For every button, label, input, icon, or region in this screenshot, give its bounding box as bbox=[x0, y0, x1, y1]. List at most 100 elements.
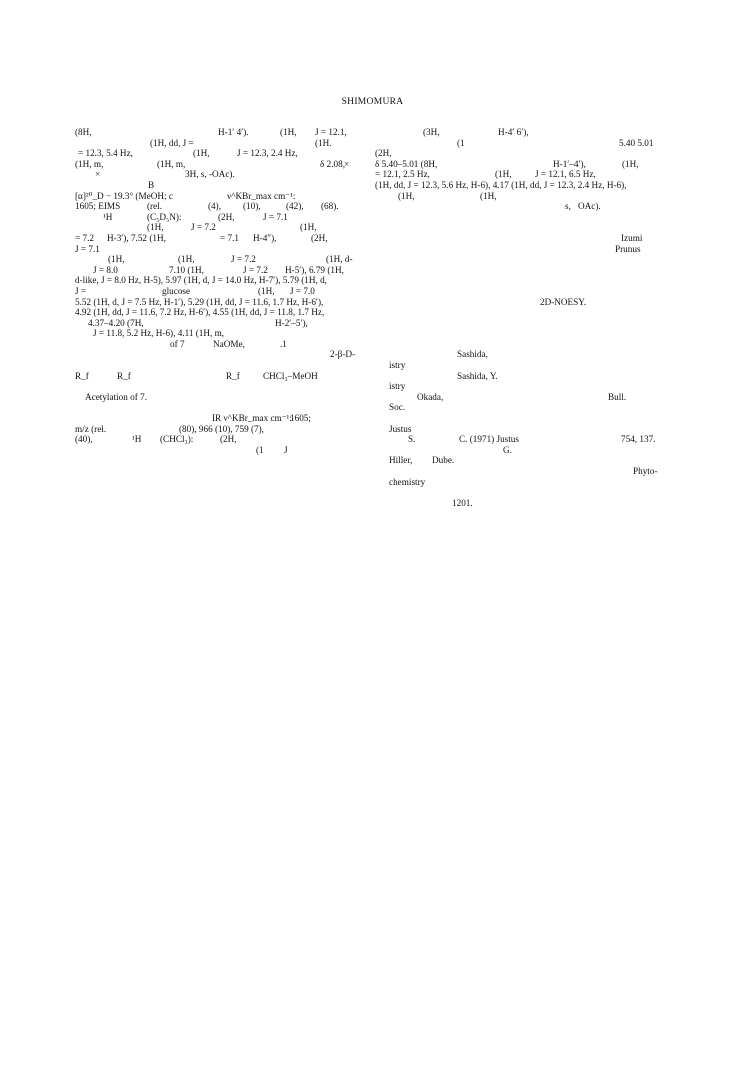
text-fragment: Sashida, bbox=[457, 349, 488, 360]
text-line bbox=[375, 328, 665, 339]
text-fragment: J = 7.2 bbox=[243, 264, 268, 275]
text-line: m/z (rel.(80), 966 (10), 759 (7), bbox=[75, 424, 365, 435]
text-line: s,OAc). bbox=[375, 201, 665, 212]
text-fragment: H-4′ 6′), bbox=[498, 127, 529, 137]
text-line: 5.52 (1H, d, J = 7.5 Hz, H-1′), 5.29 (1H… bbox=[75, 297, 365, 308]
text-fragment: G. bbox=[503, 444, 512, 455]
text-fragment: (1H, bbox=[398, 190, 415, 201]
text-fragment: (1H. bbox=[315, 137, 332, 148]
text-fragment: (1H, bbox=[280, 127, 297, 137]
running-header: SHIMOMURA bbox=[341, 97, 404, 107]
text-line: B bbox=[75, 180, 365, 191]
text-fragment: (42), bbox=[286, 201, 304, 212]
text-line bbox=[375, 307, 665, 318]
text-fragment: 4.92 (1H, dd, J = 11.6, 7.2 Hz, H-6′), 4… bbox=[75, 307, 325, 318]
text-fragment: S. bbox=[408, 434, 416, 445]
text-line: IR ν^KBr_max cm⁻¹:1605; bbox=[75, 413, 365, 424]
text-fragment: = 7.2 bbox=[75, 232, 94, 243]
text-fragment: (1H, bbox=[258, 285, 275, 296]
text-fragment: 1605; EIMS bbox=[75, 201, 121, 212]
text-line: (1H,(1H,J = 7.2(1H, d- bbox=[75, 254, 365, 265]
text-fragment: (2H, bbox=[220, 434, 237, 445]
text-fragment: (1H, bbox=[480, 190, 497, 201]
text-line: (1H,J = 7.2(1H, bbox=[75, 222, 365, 233]
text-line bbox=[375, 286, 665, 297]
text-fragment: Acetylation of 7. bbox=[85, 391, 147, 402]
text-fragment: R_f bbox=[226, 370, 240, 381]
text-line: istry bbox=[375, 360, 665, 371]
text-fragment: NaOMe, bbox=[213, 338, 245, 349]
text-fragment: J = 7.2 bbox=[191, 222, 216, 233]
text-fragment: [α]²⁰_D − 19.3° (MeOH; c bbox=[75, 190, 173, 201]
text-fragment: 5.40 5.01 bbox=[619, 137, 654, 148]
text-fragment: 754, 137. bbox=[621, 434, 656, 445]
text-fragment: C. (1971) Justus bbox=[459, 434, 519, 445]
text-fragment: IR ν^KBr_max cm⁻¹: bbox=[212, 413, 292, 424]
text-line: Okada, Bull. bbox=[375, 392, 665, 403]
text-line: Izumi bbox=[375, 233, 665, 244]
text-fragment: (CHCl₃): bbox=[160, 434, 194, 445]
text-line: Soc. bbox=[375, 402, 665, 413]
text-line: 2D-NOESY. bbox=[375, 297, 665, 308]
left-column: (8H,H-1′ 4′).(1H,J = 12.1,(1H, dd, J =(1… bbox=[75, 127, 365, 455]
text-fragment: (10), bbox=[243, 201, 261, 212]
text-fragment: ¹H bbox=[132, 434, 142, 445]
text-fragment: (1H, dd, J = bbox=[150, 137, 194, 148]
text-fragment: istry bbox=[389, 360, 406, 371]
text-line bbox=[375, 413, 665, 424]
text-line: (1H, dd, J = (1H. bbox=[75, 138, 365, 149]
text-fragment: ν^KBr_max cm⁻¹: bbox=[227, 190, 296, 201]
text-fragment: (8H, bbox=[75, 127, 92, 137]
text-fragment: 1605; bbox=[290, 413, 311, 424]
text-fragment: δ 2.08, bbox=[320, 158, 346, 169]
text-fragment: (1H, m, bbox=[75, 158, 104, 169]
text-fragment: 1201. bbox=[452, 497, 473, 508]
text-fragment: δ 5.40–5.01 (8H, bbox=[375, 158, 438, 169]
text-fragment: Okada, bbox=[417, 391, 444, 402]
text-fragment: (1H, bbox=[193, 148, 210, 159]
text-line: S. C. (1971) Justus 754, 137. bbox=[375, 434, 665, 445]
text-fragment: (1H, bbox=[495, 169, 512, 180]
text-fragment: 3H, s, -OAc). bbox=[185, 169, 235, 180]
text-fragment: 2-β-D- bbox=[330, 349, 356, 360]
text-fragment: (1H, bbox=[108, 254, 125, 265]
text-fragment: (1H, bbox=[147, 222, 164, 233]
text-fragment: (1H, bbox=[178, 254, 195, 265]
text-fragment: Justus bbox=[389, 423, 412, 434]
text-fragment: J = bbox=[75, 285, 87, 296]
text-line bbox=[375, 212, 665, 223]
text-fragment: (3H, bbox=[423, 127, 440, 137]
text-fragment: istry bbox=[389, 381, 406, 392]
text-fragment: (C₅D₅N): bbox=[147, 211, 182, 222]
text-line: (1H, dd, J = 12.3, 5.6 Hz, H-6), 4.17 (1… bbox=[375, 180, 665, 191]
text-line: d-like, J = 8.0 Hz, H-5), 5.97 (1H, d, J… bbox=[75, 275, 365, 286]
text-fragment: H-1′–4′), bbox=[553, 158, 586, 169]
text-line bbox=[75, 360, 365, 371]
text-fragment: (68). bbox=[321, 201, 339, 212]
text-line bbox=[375, 265, 665, 276]
text-fragment: J = 12.1, 6.5 Hz, bbox=[535, 169, 596, 180]
text-fragment: J = 11.8, 5.2 Hz, H-6), 4.11 (1H, m, bbox=[93, 328, 225, 339]
text-fragment: OAc). bbox=[578, 201, 601, 212]
text-fragment: R_f bbox=[75, 370, 89, 381]
text-line: (1H, m,(1H, m,δ 2.08,× bbox=[75, 159, 365, 170]
text-line: = 12.1, 2.5 Hz, (1H, J = 12.1, 6.5 Hz, bbox=[375, 169, 665, 180]
text-fragment: = 12.1, 2.5 Hz, bbox=[375, 169, 430, 180]
text-line: 2-β-D- bbox=[75, 349, 365, 360]
text-fragment: Hiller, bbox=[389, 455, 413, 466]
text-fragment: × bbox=[344, 158, 350, 169]
text-line bbox=[375, 254, 665, 265]
text-fragment: 7.10 (1H, bbox=[169, 264, 204, 275]
text-line bbox=[375, 339, 665, 350]
text-fragment: 2D-NOESY. bbox=[540, 296, 587, 307]
text-line bbox=[75, 381, 365, 392]
text-fragment: (1H, dd, J = 12.3, 5.6 Hz, H-6), 4.17 (1… bbox=[375, 179, 627, 190]
text-fragment: Bull. bbox=[608, 391, 627, 402]
text-line: (40),¹H(CHCl₃):(2H, bbox=[75, 434, 365, 445]
text-fragment: (2H, bbox=[375, 148, 392, 159]
text-fragment: Phyto- bbox=[633, 466, 658, 476]
